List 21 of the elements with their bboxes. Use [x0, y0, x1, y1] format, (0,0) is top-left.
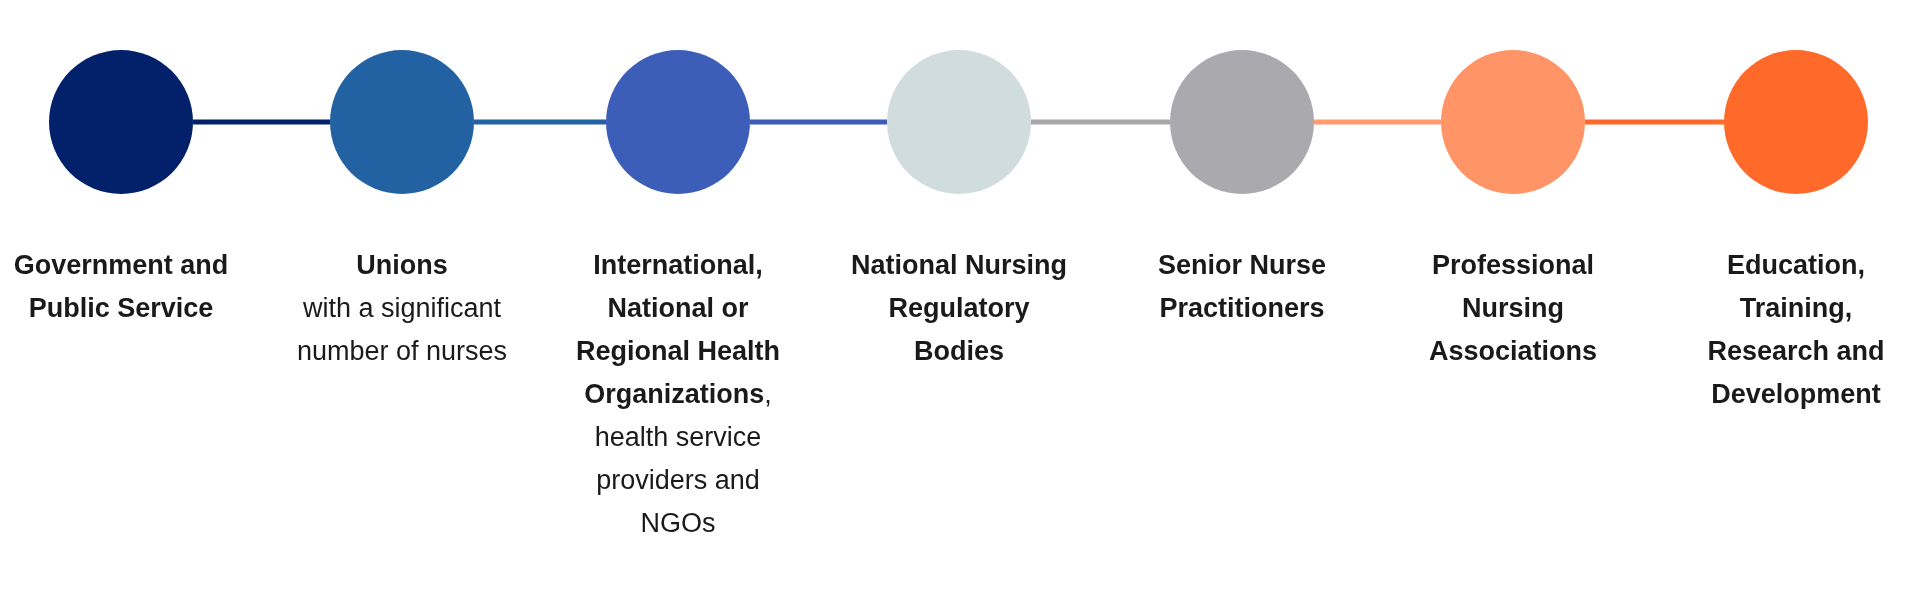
step-heading: Government and Public Service	[12, 249, 230, 325]
step-heading: Senior Nurse Practitioners	[1156, 249, 1328, 325]
connector-line	[1031, 119, 1170, 125]
connector-line	[1314, 119, 1441, 125]
step-description: with a significant number of nurses	[295, 292, 509, 368]
step-description: International, National or Regional Health Organizations, health service providers and NGOs	[575, 249, 781, 540]
step-circle	[1441, 50, 1585, 194]
step-circle	[49, 50, 193, 194]
step-circle	[606, 50, 750, 194]
step-circle	[1724, 50, 1868, 194]
step-heading: National Nursing Regulatory Bodies	[850, 249, 1068, 368]
step-circle	[1170, 50, 1314, 194]
step-circle	[887, 50, 1031, 194]
connector-line	[750, 119, 887, 125]
step-circle	[330, 50, 474, 194]
step-heading: Unions	[356, 249, 448, 282]
step-heading: Professional Nursing Associations	[1427, 249, 1599, 368]
step-heading: Education, Training, Research and Development	[1706, 249, 1886, 411]
connector-line	[474, 119, 606, 125]
connector-line	[1585, 119, 1724, 125]
connector-line	[193, 119, 330, 125]
